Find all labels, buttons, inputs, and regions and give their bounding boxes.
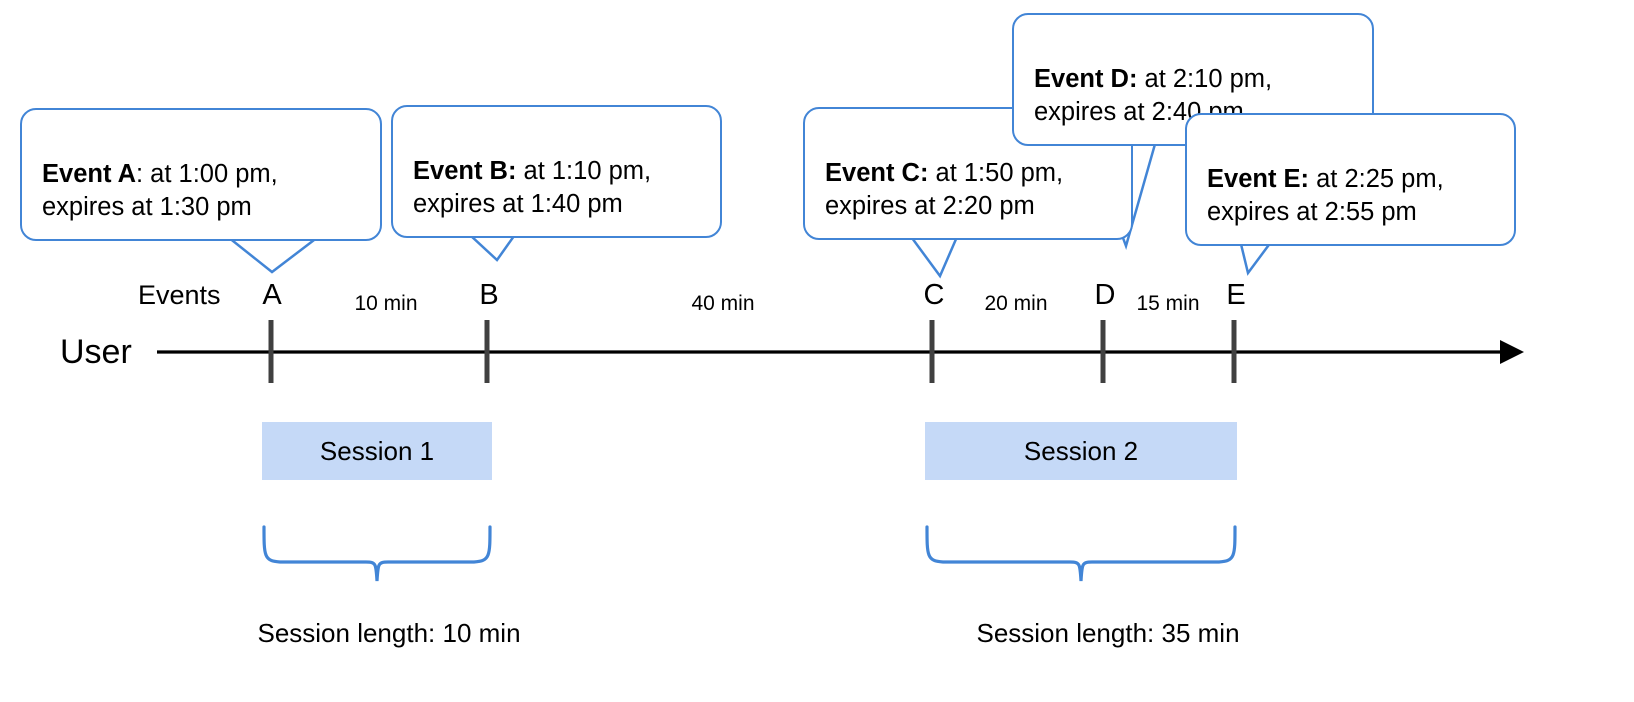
callout-event-e: Event E: at 2:25 pm, expires at 2:55 pm [1185, 113, 1516, 246]
interval-label-c-d: 20 min [984, 292, 1048, 315]
callout-event-a: Event A: at 1:00 pm, expires at 1:30 pm [20, 108, 382, 241]
callout-e-title: Event E: [1207, 164, 1310, 193]
interval-label-d-e: 15 min [1136, 292, 1200, 315]
brace-session-1 [262, 525, 492, 582]
callout-event-b: Event B: at 1:10 pm, expires at 1:40 pm [391, 105, 722, 238]
callout-d-title: Event D: [1034, 64, 1138, 93]
callout-a-body: : at 1:00 pm, expires at 1:30 pm [42, 159, 278, 222]
interval-label-a-b: 10 min [354, 292, 418, 315]
session-length-caption-1: Session length: 10 min [257, 618, 521, 648]
timeline-arrowhead [1500, 340, 1524, 364]
callout-tail-a [227, 236, 319, 274]
callout-c-body: at 1:50 pm, expires at 2:20 pm [825, 158, 1064, 221]
callout-b-title: Event B: [413, 156, 517, 185]
callout-e-body: at 2:25 pm, expires at 2:55 pm [1207, 164, 1444, 227]
brace-session-2 [925, 525, 1237, 582]
tick-label-e: E [1226, 279, 1246, 311]
session-bar-1: Session 1 [262, 422, 492, 480]
axis-events-label: Events [138, 280, 221, 310]
callout-b-body: at 1:10 pm, expires at 1:40 pm [413, 156, 652, 219]
tick-label-b: B [479, 279, 499, 311]
session-length-caption-2: Session length: 35 min [976, 618, 1240, 648]
interval-label-b-c: 40 min [691, 292, 755, 315]
callout-a-title: Event A [42, 159, 136, 188]
callout-c-title: Event C: [825, 158, 929, 187]
tick-label-d: D [1094, 279, 1116, 311]
tick-label-c: C [923, 279, 945, 311]
axis-row-label-user: User [60, 333, 132, 371]
tick-label-a: A [262, 279, 282, 311]
session-bar-2: Session 2 [925, 422, 1237, 480]
